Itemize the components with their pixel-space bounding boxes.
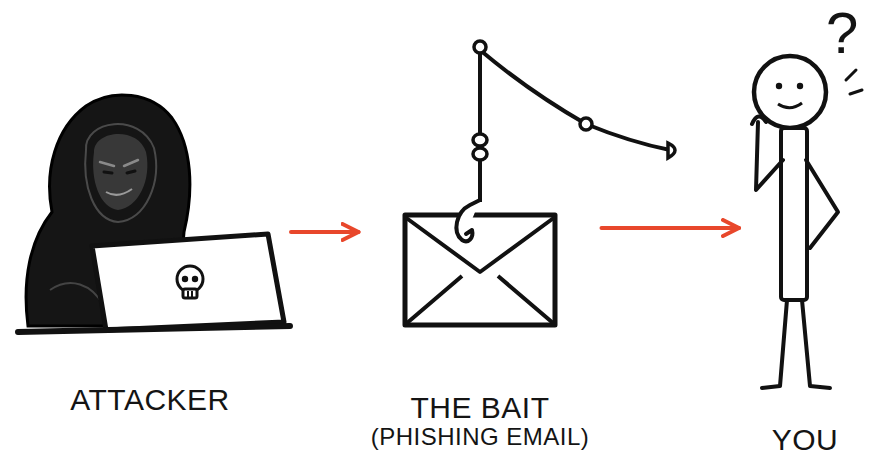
node-label: (PHISHING EMAIL)	[371, 424, 590, 450]
smirk	[106, 189, 132, 195]
fish-hook	[456, 200, 480, 241]
question-mark: ?	[826, 0, 858, 67]
arm-raised	[756, 122, 783, 190]
hand	[752, 116, 766, 124]
eye	[797, 83, 803, 89]
flow-arrow	[291, 230, 359, 234]
head	[754, 56, 826, 128]
rod-tip	[668, 143, 675, 158]
mouth	[778, 103, 802, 108]
node-label: YOU	[772, 423, 839, 456]
brow	[100, 160, 138, 166]
rod-knot	[474, 41, 486, 53]
skull-teeth	[188, 291, 192, 297]
bobber	[473, 148, 487, 160]
skull-eye	[192, 276, 198, 282]
arm-on-hip	[806, 160, 838, 248]
skull-eye	[182, 276, 188, 282]
laptop-lid	[92, 234, 284, 330]
attacker-figure	[18, 95, 290, 332]
envelope	[405, 215, 555, 325]
eye	[776, 83, 782, 89]
node-label: THE BAIT	[410, 391, 549, 424]
fishing-line	[480, 50, 670, 150]
figure-node: ATTACKER	[15, 80, 285, 420]
figure-node: THE BAIT(PHISHING EMAIL)	[365, 40, 596, 454]
bobber	[473, 134, 487, 146]
node-label: ATTACKER	[70, 383, 230, 416]
leg	[762, 300, 787, 388]
you-figure	[752, 56, 862, 388]
torso	[781, 128, 807, 300]
rod-knot	[580, 118, 592, 130]
eyes	[104, 171, 135, 173]
face	[93, 134, 147, 210]
envelope-flap	[405, 217, 555, 323]
leg	[802, 300, 830, 388]
laptop-base	[18, 326, 290, 332]
figure-node: YOU	[745, 55, 865, 460]
hood-rim	[85, 124, 156, 222]
hook-line	[478, 54, 482, 202]
flow-arrow	[602, 226, 740, 230]
puzzle-marks	[846, 70, 862, 94]
bait-figure	[405, 41, 675, 325]
skull-jaw	[183, 289, 197, 298]
